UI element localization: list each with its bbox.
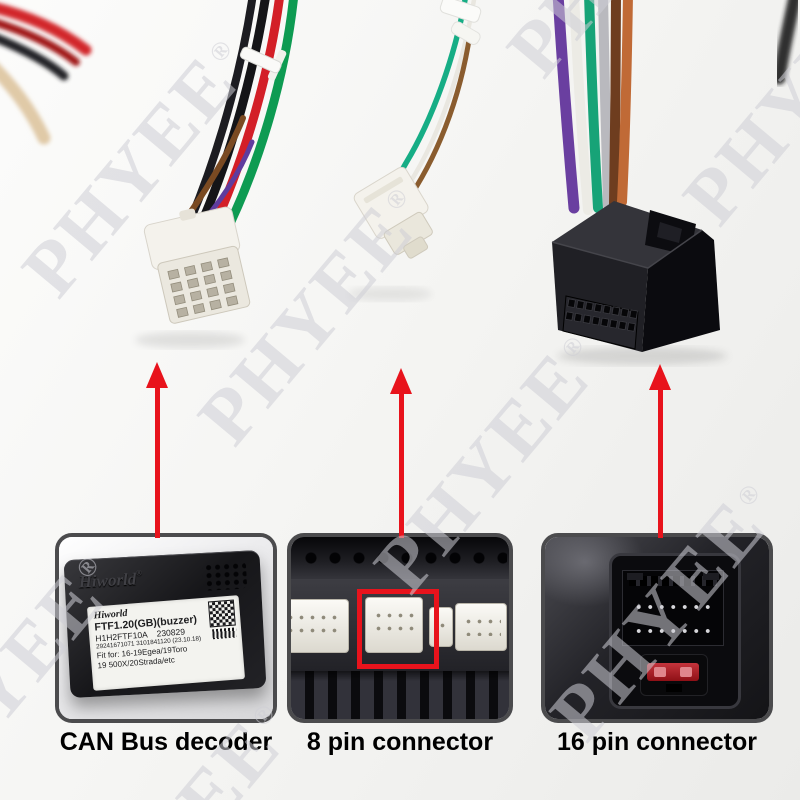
red-arrow-left: [146, 362, 168, 538]
caption-16-pin-connector: 16 pin connector: [556, 728, 758, 756]
fuse-window: [680, 667, 692, 677]
arrow-head-icon: [649, 364, 671, 390]
connector-pins: [371, 607, 417, 638]
black-16pin-connector: [551, 201, 720, 352]
keying-notch: [703, 573, 719, 580]
16pin-socket: [609, 553, 741, 709]
arrow-head-icon: [390, 368, 412, 394]
qr-code: [207, 599, 236, 628]
pcb-top-edge: [291, 537, 509, 579]
pin-row-top: [631, 601, 715, 609]
pin-cavity: [622, 570, 724, 646]
cable-tie: [450, 21, 481, 45]
callout-box-16pin: [541, 533, 773, 723]
stray-wires-top-left: [0, 3, 92, 145]
wire-harness-right: [552, 0, 800, 215]
connector-pins: [461, 613, 501, 636]
barcode: [212, 627, 237, 640]
buzzer-grille: [201, 560, 248, 591]
decoder-brand-embossed: Hiworld®: [78, 568, 143, 592]
blade-fuse: [647, 663, 699, 681]
white-16pin-connector: [143, 206, 251, 324]
callout-box-8pin: [287, 533, 513, 723]
highlight-box: [357, 589, 439, 669]
cable-tie: [239, 46, 287, 81]
pcb-photo: [291, 537, 509, 719]
pcb-vent-holes: [293, 547, 507, 565]
cable-tie: [439, 0, 482, 23]
red-arrow-middle: [390, 368, 412, 538]
heatsink-fins: [291, 671, 509, 719]
arrow-shaft: [657, 390, 663, 538]
pcb-connector: [291, 599, 349, 653]
decoder-photo: Hiworld® Hiworld FTF1.20(GB)(buzzer) H1H…: [59, 537, 273, 719]
caption-8-pin-connector: 8 pin connector: [306, 728, 494, 756]
pcb-connector: [455, 603, 507, 651]
connector-pins: [291, 609, 343, 638]
arrow-shaft: [398, 394, 404, 538]
registered-mark: ®: [135, 568, 143, 578]
wire-harness-left: [177, 0, 298, 243]
fuse-tab: [666, 684, 682, 692]
radio-socket-photo: [545, 537, 769, 719]
arrow-shaft: [154, 388, 160, 538]
decoder-label-sticker: Hiworld FTF1.20(GB)(buzzer) H1H2FTF10A 2…: [86, 595, 246, 691]
pcb-connector-highlighted: [365, 597, 423, 653]
white-8pin-connector: [353, 166, 433, 259]
arrow-head-icon: [146, 362, 168, 388]
pin-comb: [629, 576, 717, 586]
keying-notch: [627, 573, 643, 580]
pin-row-bottom: [631, 625, 715, 633]
callout-box-can-decoder: Hiworld® Hiworld FTF1.20(GB)(buzzer) H1H…: [55, 533, 277, 723]
red-arrow-right: [649, 364, 671, 538]
wiring-harness-photo: [0, 0, 800, 365]
fuse-holder: [640, 654, 708, 696]
caption-can-bus-decoder: CAN Bus decoder: [59, 728, 273, 756]
decoder-device: Hiworld® Hiworld FTF1.20(GB)(buzzer) H1H…: [63, 549, 267, 699]
pcb-connector: [511, 605, 513, 651]
fuse-window: [654, 667, 666, 677]
